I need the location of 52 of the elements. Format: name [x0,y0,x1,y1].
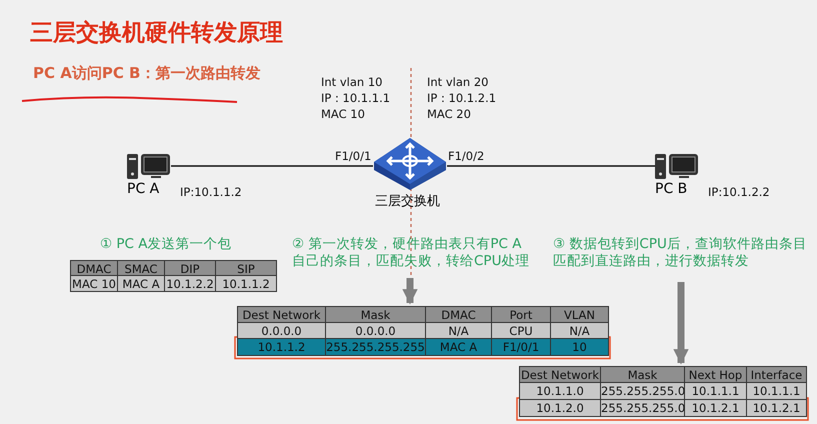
block-arrow [673,282,689,365]
table-cell: 10.1.2.1 [684,399,747,417]
step-note: ③ 数据包转到CPU后，查询软件路由条目匹配到直连路由，进行数据转发 [553,236,815,270]
column-header: Interface [746,366,807,383]
column-header: Mask [600,366,685,383]
interface-label: Int vlan 20 [427,75,488,89]
title: 三层交换机硬件转发原理 [30,19,283,48]
table-cell: 255.255.255.255 [325,338,426,356]
interface-label: MAC 10 [321,107,365,121]
network-link [447,165,655,167]
table-cell: F1/0/1 [491,338,551,356]
port-label: F1/0/2 [448,149,484,163]
table-cell: 10.1.1.1 [684,382,747,400]
table-cell: 10.1.1.0 [519,382,601,400]
column-header: DMAC [425,306,492,322]
table-cell: 10 [550,338,609,356]
column-header: Mask [325,306,426,322]
table-cell: 10.1.1.2 [237,338,326,356]
device-label: PC B [655,181,688,197]
block-arrow [402,278,418,305]
column-header: VLAN [550,306,609,322]
interface-label: Int vlan 10 [321,75,382,89]
column-header: DIP [164,260,216,276]
subtitle: PC A访问PC B：第一次路由转发 [33,64,260,83]
port-label: F1/0/1 [335,149,372,163]
column-header: SMAC [117,260,165,276]
column-header: Next Hop [684,366,747,383]
table-cell: 10.1.2.2 [164,275,216,292]
interface-label: IP : 10.1.1.1 [321,91,390,105]
interface-label: MAC 20 [427,107,471,121]
table-cell: 255.255.255.0 [600,399,685,417]
network-link [171,165,373,167]
table-cell: 255.255.255.0 [600,382,685,400]
column-header: DMAC [70,260,118,276]
device-label: PC A [127,181,160,197]
column-header: SIP [215,260,277,276]
step-note: ② 第一次转发，硬件路由表只有PC A自己的条目，匹配失败，转给CPU处理 [292,236,532,270]
table-cell: 10.1.1.1 [746,382,807,400]
column-header: Dest Network [237,306,326,322]
step-note: ① PC A发送第一个包 [100,236,280,253]
device-label: 三层交换机 [375,193,440,210]
interface-label: IP : 10.1.2.1 [427,91,496,105]
column-header: Dest Network [519,366,601,383]
table-cell: MAC A [425,338,492,356]
ip-address: IP:10.1.1.2 [180,185,242,199]
table-cell: MAC 10 [70,275,118,292]
table-cell: MAC A [117,275,165,292]
table-cell: 10.1.2.0 [519,399,601,417]
table-cell: 10.1.2.1 [746,399,807,417]
table-cell: 10.1.1.2 [215,275,277,292]
ip-address: IP:10.1.2.2 [708,185,770,199]
column-header: Port [491,306,551,322]
